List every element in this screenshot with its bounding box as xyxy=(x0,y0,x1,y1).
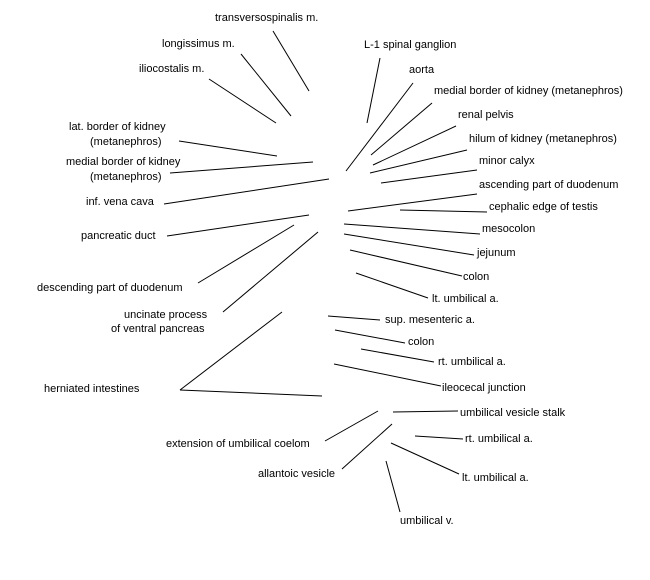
label-transversospinalis: transversospinalis m. xyxy=(215,12,318,24)
leader-line-18 xyxy=(163,178,330,205)
label-longissimus: longissimus m. xyxy=(162,38,235,50)
leader-line-12 xyxy=(343,223,481,235)
leader-line-24 xyxy=(360,348,435,363)
label-mesocolon: mesocolon xyxy=(482,223,535,235)
leader-line-31 xyxy=(341,423,393,470)
label-ileocecal-junction: ileocecal junction xyxy=(442,382,526,394)
label-jejunum: jejunum xyxy=(476,247,516,259)
label-lt-umbilical-a-2: lt. umbilical a. xyxy=(462,472,529,484)
leader-line-27 xyxy=(179,389,323,397)
label-allantoic-vesicle: allantoic vesicle xyxy=(258,468,335,480)
label-l1-spinal-ganglion: L-1 spinal ganglion xyxy=(364,39,456,51)
leader-line-1 xyxy=(272,30,310,92)
leader-line-25 xyxy=(333,363,442,387)
label-sup-mesenteric-a: sup. mesenteric a. xyxy=(385,314,475,326)
leader-line-21 xyxy=(222,231,319,313)
leader-line-10 xyxy=(347,193,478,212)
label-inf-vena-cava: inf. vena cava xyxy=(86,196,155,208)
leader-line-15 xyxy=(355,272,429,299)
label-lat-border-kidney-1: lat. border of kidney xyxy=(69,121,166,133)
label-extension-umbilical-coelom: extension of umbilical coelom xyxy=(166,438,310,450)
label-pancreatic-duct: pancreatic duct xyxy=(81,230,156,242)
label-texts: transversospinalis m. longissimus m. ilioc… xyxy=(37,12,623,527)
leader-lines xyxy=(163,30,488,513)
label-renal-pelvis: renal pelvis xyxy=(458,109,514,121)
leader-line-19 xyxy=(166,214,310,237)
leader-line-28 xyxy=(392,410,459,413)
leader-line-3 xyxy=(208,78,277,124)
leader-line-13 xyxy=(343,233,475,256)
leader-line-2 xyxy=(240,53,292,117)
leader-line-6 xyxy=(370,102,433,156)
leader-line-33 xyxy=(385,460,401,513)
leader-line-29 xyxy=(324,410,379,442)
label-aorta: aorta xyxy=(409,64,435,76)
leader-line-22 xyxy=(327,315,381,321)
label-medial-border-kidney-left-2: (metanephros) xyxy=(90,171,162,183)
leader-line-8 xyxy=(369,149,468,174)
leader-line-30 xyxy=(414,435,464,440)
leader-line-16 xyxy=(178,140,278,157)
label-medial-border-kidney-left-1: medial border of kidney xyxy=(66,156,181,168)
label-minor-calyx: minor calyx xyxy=(479,155,535,167)
label-cephalic-edge-testis: cephalic edge of testis xyxy=(489,201,598,213)
label-colon-2: colon xyxy=(408,336,434,348)
leader-line-11 xyxy=(399,209,488,213)
leader-line-14 xyxy=(349,249,463,277)
leader-line-7 xyxy=(372,125,457,166)
label-uncinate-2: of ventral pancreas xyxy=(111,323,205,335)
label-rt-umbilical-a-1: rt. umbilical a. xyxy=(438,356,506,368)
label-rt-umbilical-a-2: rt. umbilical a. xyxy=(465,433,533,445)
label-medial-border-kidney-right-1: medial border of kidney (metanephros) xyxy=(434,85,623,97)
leader-line-32 xyxy=(390,442,460,475)
leader-line-4 xyxy=(366,57,381,124)
label-colon-1: colon xyxy=(463,271,489,283)
leader-line-5 xyxy=(345,82,414,172)
label-lat-border-kidney-2: (metanephros) xyxy=(90,136,162,148)
leader-line-9 xyxy=(380,169,478,184)
label-lt-umbilical-a-1: lt. umbilical a. xyxy=(432,293,499,305)
leader-line-26 xyxy=(179,311,283,391)
label-hilum-kidney: hilum of kidney (metanephros) xyxy=(469,133,617,145)
label-uncinate-1: uncinate process xyxy=(124,309,208,321)
label-herniated-intestines: herniated intestines xyxy=(44,383,140,395)
leader-line-23 xyxy=(334,329,406,344)
leader-line-17 xyxy=(169,161,314,174)
label-umbilical-vesicle-stalk: umbilical vesicle stalk xyxy=(460,407,566,419)
label-iliocostalis: iliocostalis m. xyxy=(139,63,204,75)
leader-line-20 xyxy=(197,224,295,284)
label-umbilical-v: umbilical v. xyxy=(400,515,454,527)
label-ascending-duodenum: ascending part of duodenum xyxy=(479,179,618,191)
label-descending-duodenum: descending part of duodenum xyxy=(37,282,183,294)
